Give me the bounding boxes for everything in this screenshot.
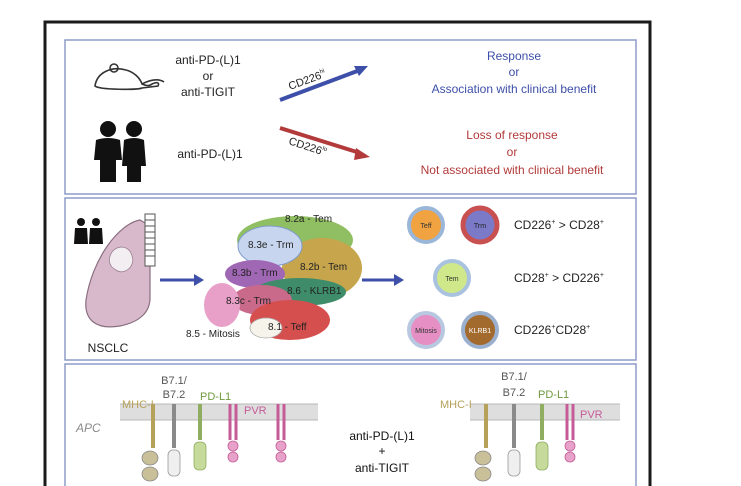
cluster-label: 8.6 - KLRB1	[287, 286, 342, 297]
rule-cd28-gt-cd226: CD28+ > CD226+	[514, 271, 604, 285]
patients-icon	[94, 121, 146, 182]
left-mhc-label: MHC-I	[122, 399, 154, 411]
cluster-label: 8.3c - Trm	[226, 296, 271, 307]
cell-label: Tem	[445, 276, 458, 283]
right-mhc-label: MHC-I	[440, 399, 472, 411]
cell-label: KLRB1	[469, 328, 491, 335]
response-line3: Association with clinical benefit	[432, 82, 597, 96]
left-b7-receptor	[167, 404, 181, 477]
right-apc-membrane	[470, 403, 620, 421]
cell-klrb1: KLRB1	[461, 311, 499, 349]
right-pdl1-receptor	[535, 404, 549, 471]
cell-mitosis: Mitosis	[407, 311, 445, 349]
combo-therapy-line3: anti-TIGIT	[355, 461, 410, 475]
right-pvr-label: PVR	[580, 409, 603, 421]
left-pdl1-receptor	[193, 404, 207, 471]
loss-line1: Loss of response	[466, 128, 558, 142]
combo-therapy-line1: anti-PD-(L)1	[349, 429, 415, 443]
rule-cd226-gt-cd28: CD226+ > CD28+	[514, 218, 604, 232]
response-line2: or	[509, 65, 520, 79]
cd226-lo-arrow	[279, 126, 370, 160]
right-b7-label-line2: B7.2	[503, 387, 526, 399]
rule-cd226-cd28: CD226+CD28+	[514, 323, 590, 337]
tissue-label: NSCLC	[88, 341, 129, 355]
cell-label: Teff	[420, 223, 431, 230]
human-drug: anti-PD-(L)1	[177, 147, 243, 161]
mouse-drug-line2: or	[203, 69, 214, 83]
lung-icon	[85, 213, 156, 328]
cluster-label: 8.2a - Tem	[285, 214, 332, 225]
right-b7-label-line1: B7.1/	[501, 371, 528, 383]
cluster-label: 8.5 - Mitosis	[186, 329, 240, 340]
cd226-hi-arrow	[279, 66, 368, 102]
cell-label: Mitosis	[415, 328, 437, 335]
left-pvr-receptor-2	[275, 404, 287, 463]
umap-plot	[204, 216, 362, 340]
left-pvr-label: PVR	[244, 405, 267, 417]
cluster-label: 8.3e - Trm	[248, 240, 294, 251]
arrow-to-umap	[160, 274, 204, 286]
cluster-blob	[204, 283, 240, 327]
cell-label: Trm	[474, 223, 486, 230]
cell-teff: Teff	[407, 206, 445, 244]
left-mhc-receptor	[141, 404, 159, 482]
mouse-drug-line1: anti-PD-(L)1	[175, 53, 241, 67]
right-pdl1-label: PD-L1	[538, 389, 569, 401]
apc-label: APC	[75, 421, 101, 435]
cluster-blob	[249, 317, 283, 339]
bottom-panel: APC MHC-I B7.1/ B7.2 P	[64, 363, 637, 486]
cell-trm: Trm	[460, 205, 500, 245]
left-b7-label-line2: B7.2	[163, 389, 186, 401]
left-pvr-receptor	[227, 404, 239, 463]
left-b7-label-line1: B7.1/	[161, 375, 188, 387]
cluster-label: 8.3b - Trm	[232, 268, 278, 279]
response-line1: Response	[487, 49, 541, 63]
left-pdl1-label: PD-L1	[200, 391, 231, 403]
loss-line3: Not associated with clinical benefit	[421, 163, 604, 177]
cell-tem: Tem	[433, 259, 471, 297]
arrow-to-cells	[362, 274, 404, 286]
top-panel-border	[64, 39, 637, 195]
right-mhc-receptor	[474, 404, 492, 482]
cluster-blob	[225, 260, 285, 288]
cluster-label: 8.1 - Teff	[268, 322, 307, 333]
right-b7-receptor	[507, 404, 521, 477]
combo-therapy-line2: +	[378, 444, 385, 458]
mouse-icon	[94, 63, 165, 91]
small-patients-icon	[74, 218, 103, 244]
right-pvr-receptor	[564, 404, 576, 463]
loss-line2: or	[507, 145, 518, 159]
mouse-drug-line3: anti-TIGIT	[181, 85, 236, 99]
cluster-label: 8.2b - Tem	[300, 262, 347, 273]
top-panel: anti-PD-(L)1 or anti-TIGIT anti-PD-(L)1 …	[64, 39, 637, 195]
middle-panel: NSCLC 8.2a - Tem 8.3e - Trm 8.2b - Tem 8…	[64, 197, 637, 361]
